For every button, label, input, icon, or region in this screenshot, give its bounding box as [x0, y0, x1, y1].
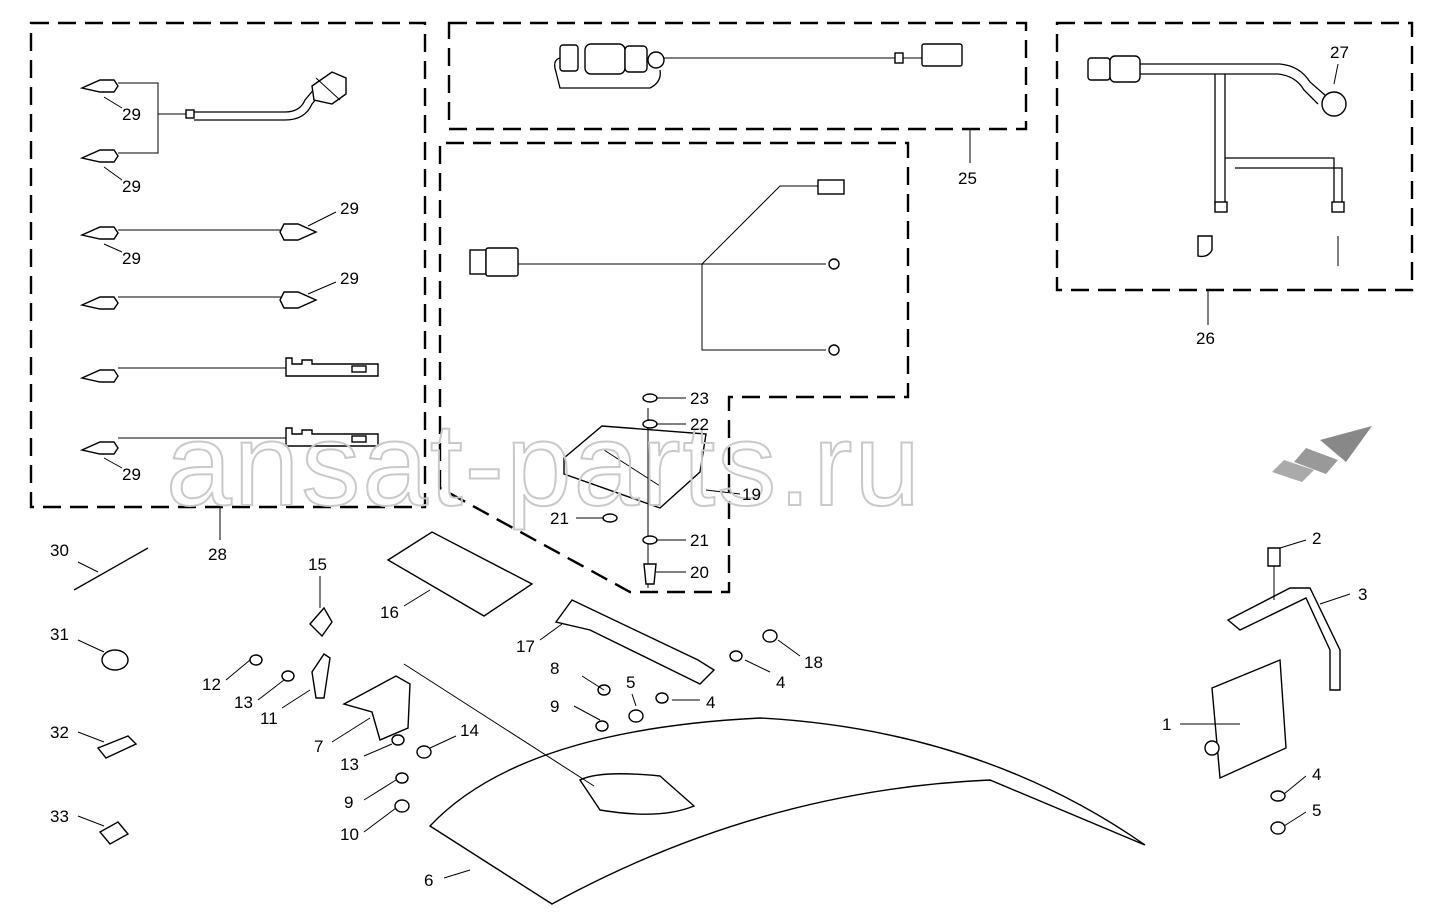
label-33: 33 [50, 807, 69, 826]
label-28: 28 [208, 545, 227, 564]
label-15: 15 [308, 555, 327, 574]
label-2: 2 [1312, 529, 1321, 548]
group-box-26 [1055, 21, 1414, 325]
label-4a: 4 [776, 673, 785, 692]
leader-lines [77, 397, 1351, 879]
label-30: 30 [50, 541, 69, 560]
part-number-labels: 1 2 3 4 4 4 5 5 6 7 8 9 9 10 11 12 13 13… [50, 43, 1367, 890]
label-21a: 21 [550, 509, 569, 528]
label-17: 17 [516, 637, 535, 656]
label-13a: 13 [234, 693, 253, 712]
label-29f: 29 [122, 465, 141, 484]
label-31: 31 [50, 625, 69, 644]
harness-25 [554, 43, 963, 89]
label-8: 8 [550, 659, 559, 678]
label-1: 1 [1162, 715, 1171, 734]
label-29c: 29 [340, 199, 359, 218]
label-29b: 29 [122, 177, 141, 196]
label-4b: 4 [706, 693, 715, 712]
label-26: 26 [1196, 329, 1215, 348]
label-13b: 13 [340, 755, 359, 774]
label-10: 10 [340, 825, 359, 844]
label-16: 16 [380, 603, 399, 622]
label-29a: 29 [122, 105, 141, 124]
label-19: 19 [742, 485, 761, 504]
label-27: 27 [1330, 43, 1349, 62]
group-box-28 [29, 21, 427, 540]
label-9a: 9 [550, 697, 559, 716]
harness-26 [1087, 55, 1347, 266]
label-14: 14 [460, 721, 479, 740]
label-25: 25 [958, 169, 977, 188]
label-23: 23 [690, 389, 709, 408]
label-4c: 4 [1312, 765, 1321, 784]
label-22: 22 [690, 415, 709, 434]
group-box-25 [447, 21, 1028, 163]
group-box-19 [438, 141, 910, 594]
label-12: 12 [202, 675, 221, 694]
label-5b: 5 [1312, 801, 1321, 820]
label-7: 7 [314, 737, 323, 756]
cover-plate-19 [563, 393, 707, 588]
label-29d: 29 [122, 249, 141, 268]
label-3: 3 [1358, 585, 1367, 604]
label-6: 6 [424, 871, 433, 890]
label-18: 18 [804, 653, 823, 672]
label-29e: 29 [340, 269, 359, 288]
watermark-text: ansat-parts.ru [166, 399, 922, 531]
label-32: 32 [50, 723, 69, 742]
label-5a: 5 [626, 673, 635, 692]
label-9b: 9 [344, 793, 353, 812]
harness-19 [469, 179, 845, 356]
label-21b: 21 [690, 531, 709, 550]
floor-panel-6 [403, 663, 1146, 905]
harness-29-set [79, 71, 379, 469]
label-11: 11 [260, 709, 278, 728]
label-20: 20 [690, 563, 709, 582]
misc-small-parts [73, 426, 1372, 845]
